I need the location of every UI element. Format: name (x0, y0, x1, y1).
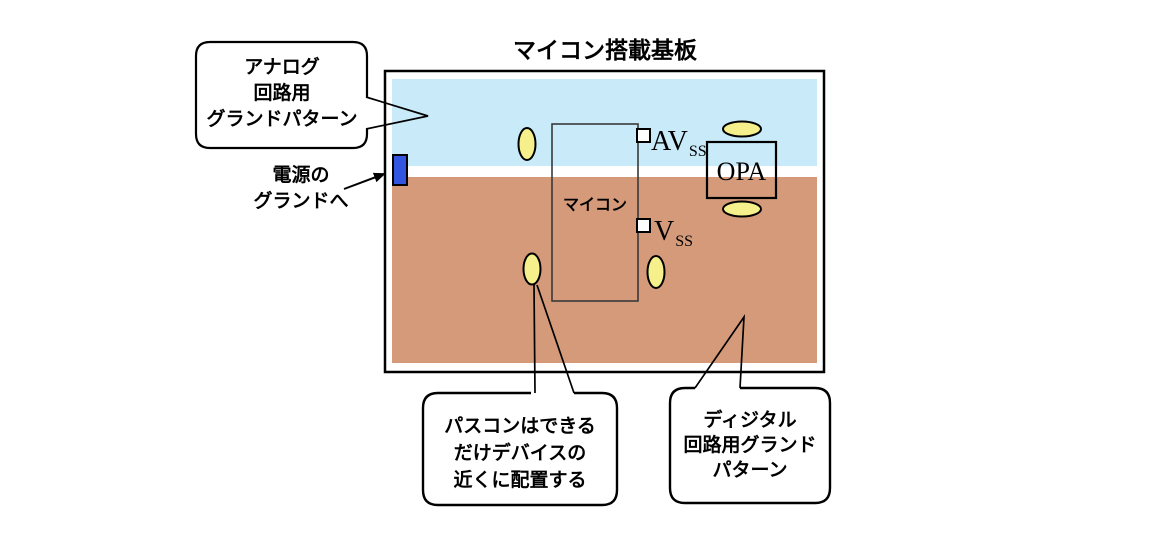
label-vss-pin: VSS (654, 216, 693, 251)
label-avss-pin: AVSS (651, 126, 707, 161)
bypass-capacitor (522, 252, 542, 286)
diagram-title: マイコン搭載基板 (513, 38, 697, 63)
callout-text-bypass-note: パスコンはできる だけデバイスの 近くに配置する (444, 416, 596, 491)
callout-tail-analog (365, 96, 429, 130)
vss-pin-square (636, 218, 651, 233)
avss-pin-square (636, 128, 651, 143)
callout-text-digital-ground: ディジタル 回路用グランド パターン (683, 410, 817, 481)
power-ground-arrow (343, 172, 386, 190)
callout-tail-bypass (533, 284, 575, 394)
bypass-capacitor (646, 255, 666, 289)
vss-pin-subscript: SS (675, 233, 694, 250)
avss-pin-subscript: SS (688, 143, 707, 160)
mcu-outline (551, 123, 639, 302)
opa-outline (705, 140, 778, 200)
bypass-capacitor (722, 200, 762, 218)
label-mcu: マイコン (562, 197, 627, 214)
callout-bubble-digital (668, 386, 832, 505)
callout-tail-digital (694, 314, 746, 389)
vss-pin-name: V (654, 216, 675, 247)
callout-bubble-bypass (421, 391, 619, 507)
power-ground-pad (392, 154, 408, 186)
avss-pin-name: AV (651, 126, 688, 157)
label-power-ground: 電源の グランドへ (253, 165, 349, 212)
bypass-capacitor (722, 120, 762, 138)
callout-bubble-analog (194, 40, 369, 150)
board-outline (383, 69, 826, 374)
callout-text-analog-ground: アナログ 回路用 グランドパターン (206, 57, 358, 130)
label-opa: OPA (716, 157, 767, 186)
bypass-capacitor (517, 127, 537, 161)
